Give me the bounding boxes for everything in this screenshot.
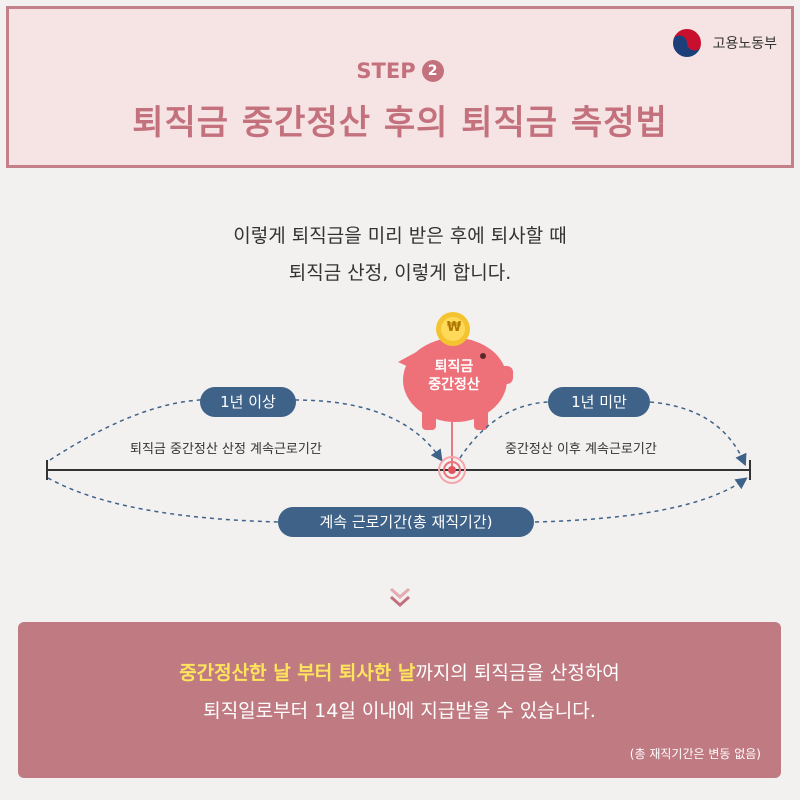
result-highlight: 중간정산한 날 부터 퇴사한 날 xyxy=(179,662,416,684)
result-line-2: 퇴직일로부터 14일 이내에 지급받을 수 있습니다. xyxy=(203,700,596,722)
header-panel: 고용노동부 STEP 2 퇴직금 중간정산 후의 퇴직금 측정법 xyxy=(6,6,794,168)
taegeuk-icon xyxy=(670,27,703,59)
coin-icon xyxy=(436,312,470,346)
pill-left-period: 1년 이상 xyxy=(200,387,296,417)
pill-total-period: 계속 근로기간(총 재직기간) xyxy=(278,507,534,537)
left-period-text: 퇴직금 중간정산 산정 계속근로기간 xyxy=(130,442,322,457)
timeline-diagram: ₩ 퇴직금 중간정산 1년 이상 퇴직금 중간정산 산정 계속근로기간 1년 미… xyxy=(0,300,800,550)
piggy-label: 퇴직금 중간정산 xyxy=(414,358,494,394)
step-label: STEP xyxy=(356,59,416,83)
result-box: 중간정산한 날 부터 퇴사한 날까지의 퇴직금을 산정하여 퇴직일로부터 14일… xyxy=(18,622,781,778)
pill-right-period: 1년 미만 xyxy=(548,387,650,417)
step-number-badge: 2 xyxy=(421,60,444,82)
page-title: 퇴직금 중간정산 후의 퇴직금 측정법 xyxy=(132,103,668,143)
timeline-graphic xyxy=(46,312,751,523)
result-note: (총 재직기간은 변동 없음) xyxy=(629,747,761,761)
intro-line-1: 이렇게 퇴직금을 미리 받은 후에 퇴사할 때 xyxy=(233,225,567,247)
step-indicator: STEP 2 xyxy=(9,59,791,83)
ministry-logo: 고용노동부 xyxy=(667,23,777,63)
right-period-text: 중간정산 이후 계속근로기간 xyxy=(505,442,657,457)
chevron-down-icon xyxy=(390,587,410,608)
target-marker-icon xyxy=(438,456,466,484)
piggy-bank-icon xyxy=(398,326,513,430)
result-line-1-rest: 까지의 퇴직금을 산정하여 xyxy=(415,662,620,684)
intro-text: 이렇게 퇴직금을 미리 받은 후에 퇴사할 때 퇴직금 산정, 이렇게 합니다. xyxy=(0,218,800,292)
won-symbol: ₩ xyxy=(446,320,462,335)
intro-line-2: 퇴직금 산정, 이렇게 합니다. xyxy=(288,262,512,284)
ministry-name: 고용노동부 xyxy=(712,36,777,52)
piggy-label-line-2: 중간정산 xyxy=(428,377,480,393)
result-line-1: 중간정산한 날 부터 퇴사한 날까지의 퇴직금을 산정하여 xyxy=(18,658,781,685)
piggy-label-line-1: 퇴직금 xyxy=(434,359,474,375)
